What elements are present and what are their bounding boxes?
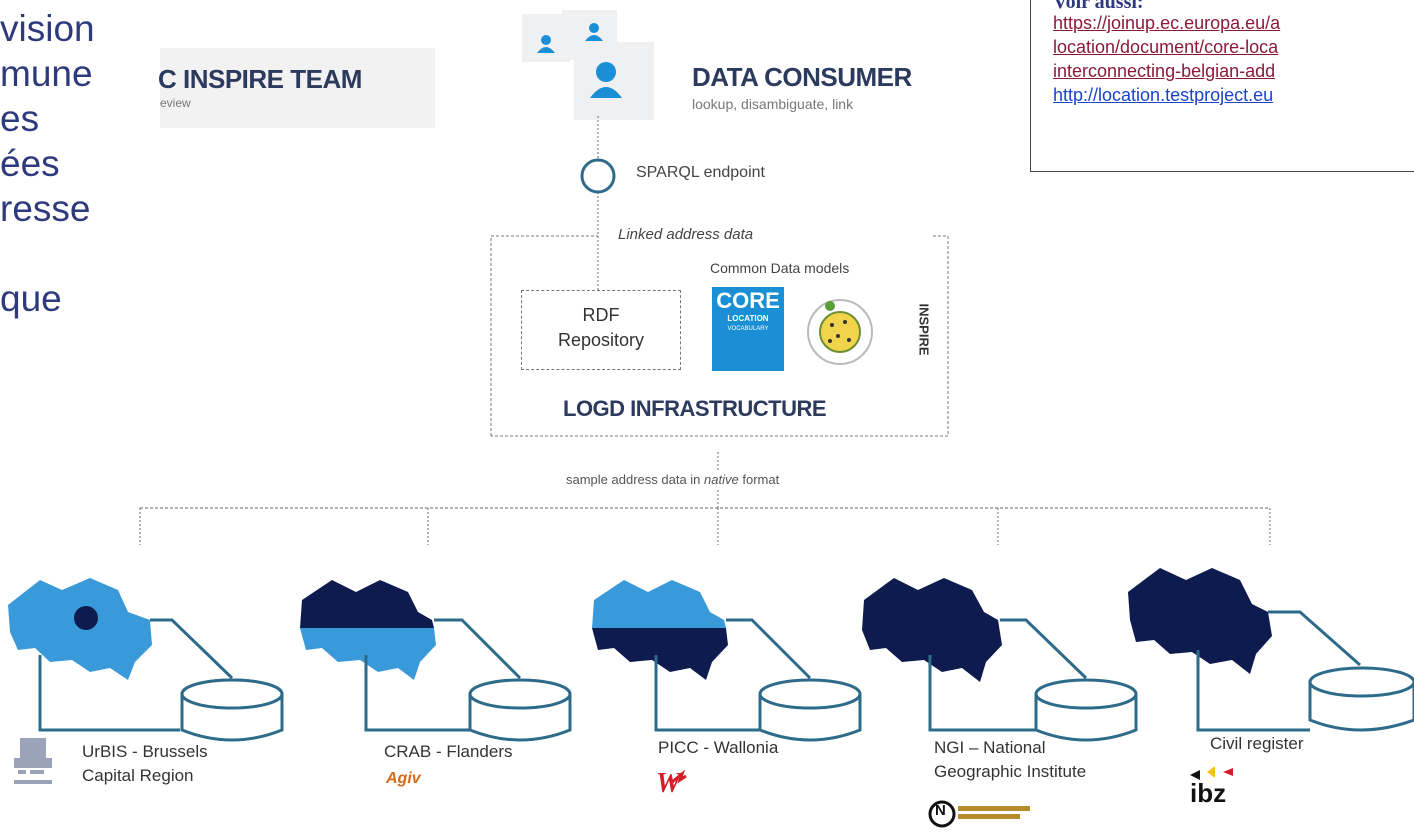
inspire-team-panel <box>160 48 435 128</box>
ngi-logo <box>928 800 1030 828</box>
source-label-flanders: CRAB - Flanders <box>384 740 512 764</box>
source-label-civil: Civil register <box>1210 732 1304 756</box>
consumer-icon-bg-3 <box>574 42 654 120</box>
sparql-circle <box>580 158 616 194</box>
left-line-7: que <box>0 278 62 319</box>
source-label-ngi: NGI – National Geographic Institute <box>934 736 1086 784</box>
brussels-logo <box>14 738 52 784</box>
inspire-team-subtitle: eview <box>160 96 191 110</box>
rdf-repository-box: RDF Repository <box>521 290 681 370</box>
source-map-civil <box>1128 568 1414 732</box>
see-also-link-4[interactable]: http://location.testproject.eu <box>1053 85 1274 105</box>
wallonia-logo: W <box>656 768 681 799</box>
core-logo-line2: LOCATION <box>727 314 769 323</box>
logd-infrastructure-label: LOGD INFRASTRUCTURE <box>563 396 827 421</box>
source-brussels-line-2: Capital Region <box>82 766 194 785</box>
source-ngi-line-1: NGI – National <box>934 738 1046 757</box>
core-logo-main: CORE <box>716 288 780 313</box>
ibz-flag-icon <box>1190 766 1233 780</box>
source-ngi-line-2: Geographic Institute <box>934 762 1087 781</box>
left-line-2: mune <box>0 53 93 94</box>
ibz-logo: ibz <box>1190 778 1227 808</box>
agiv-logo: Agiv <box>386 770 421 787</box>
source-map-flanders <box>300 580 572 742</box>
source-map-ngi <box>862 578 1138 742</box>
core-location-logo: CORE LOCATION VOCABULARY <box>712 287 784 371</box>
rdf-label-line-2: Repository <box>557 330 645 350</box>
logd-box-right <box>491 235 949 437</box>
user-icon-small-2 <box>585 23 603 41</box>
source-wallonia-line-1: PICC - Wallonia <box>658 738 779 757</box>
source-label-wallonia: PICC - Wallonia <box>658 736 778 760</box>
user-icon-large <box>590 62 622 98</box>
see-also-title: Voir aussi: <box>1053 0 1144 11</box>
logd-box-left <box>490 235 598 436</box>
sample-label-italic: native <box>704 472 739 487</box>
source-map-brussels <box>8 578 284 742</box>
sample-address-label: sample address data in native format <box>566 472 779 487</box>
core-logo-line3: VOCABULARY <box>727 326 769 332</box>
ngi-logo-letter: N <box>935 802 946 819</box>
source-map-wallonia <box>592 580 862 742</box>
sample-label-before: sample address data in <box>566 472 705 487</box>
inspire-team-title: C INSPIRE TEAM <box>158 64 362 94</box>
linked-address-data-label: Linked address data <box>618 226 754 243</box>
left-partial-text: vision mune es ées resse que <box>0 6 95 321</box>
user-icon-small-1 <box>537 35 555 53</box>
data-consumer-subtitle: lookup, disambiguate, link <box>692 96 854 112</box>
source-label-brussels: UrBIS - Brussels Capital Region <box>82 740 208 788</box>
left-line-5: resse <box>0 188 91 229</box>
source-brussels-line-1: UrBIS - Brussels <box>82 742 208 761</box>
source-flanders-line-1: CRAB - Flanders <box>384 742 513 761</box>
left-line-4: ées <box>0 143 60 184</box>
sparql-endpoint-label: SPARQL endpoint <box>636 164 765 181</box>
left-line-1: vision <box>0 8 95 49</box>
see-also-box: Voir aussi: https://joinup.ec.europa.eu/… <box>1030 0 1414 172</box>
wallonia-arrow-icon <box>671 769 687 784</box>
common-data-models-label: Common Data models <box>710 260 850 276</box>
see-also-link-1[interactable]: https://joinup.ec.europa.eu/a <box>1053 13 1281 33</box>
see-also-link-3[interactable]: interconnecting-belgian-add <box>1053 61 1276 81</box>
data-consumer-title: DATA CONSUMER <box>692 62 912 92</box>
source-civil-line-1: Civil register <box>1210 734 1304 753</box>
inspire-vertical-label: INSPIRE <box>916 303 932 356</box>
rdf-label-line-1: RDF <box>582 305 620 325</box>
see-also-link-2[interactable]: location/document/core-loca <box>1053 37 1279 57</box>
inspire-seal-icon <box>807 299 873 365</box>
sample-label-after: format <box>738 472 780 487</box>
left-line-3: es <box>0 98 40 139</box>
